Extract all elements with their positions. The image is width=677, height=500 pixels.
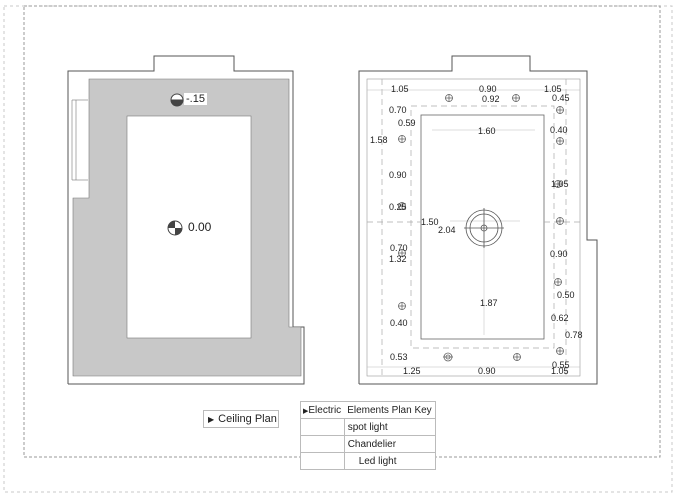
ceiling-room — [420, 114, 545, 340]
chandelier-icon — [464, 208, 504, 248]
legend-table: ▶Electric Elements Plan Key spot light C… — [300, 401, 436, 470]
dim-label: 0.90 — [550, 249, 568, 259]
right-ceiling-plan — [358, 55, 598, 385]
spot-light-icon — [513, 353, 521, 361]
dim-label: 1.58 — [370, 135, 388, 145]
spot-light-icon — [512, 94, 520, 102]
legend-label: Chandelier — [343, 435, 436, 453]
dim-label: 1.32 — [389, 254, 407, 264]
spot-light-icon — [443, 352, 453, 362]
dim-label: 0.55 — [552, 360, 570, 370]
spot-light-icon — [556, 347, 564, 355]
dim-label: 0.53 — [390, 352, 408, 362]
dim-label: 0.92 — [482, 94, 500, 104]
dim-label: 1.05 — [544, 84, 562, 94]
floor-room — [126, 115, 252, 339]
chandelier-icon — [300, 435, 345, 453]
dim-label: 2.04 — [438, 225, 456, 235]
spot-light-icon — [300, 418, 345, 436]
legend-label: Led light — [343, 452, 436, 470]
spot-light-icon — [398, 202, 406, 210]
spot-light-icon — [398, 249, 406, 257]
legend-header-right: Elements Plan Key — [344, 401, 436, 419]
level-value-top: -.15 — [184, 93, 207, 105]
dim-label: 1.87 — [480, 298, 498, 308]
ceiling-plan-caption: ▶ Ceiling Plan — [203, 410, 279, 428]
legend-row: Chandelier — [300, 435, 436, 453]
spot-light-icon — [556, 217, 564, 225]
dim-label: 0.70 — [390, 243, 408, 253]
legend-label: spot light — [343, 418, 436, 436]
dim-label: 0.90 — [479, 84, 497, 94]
dim-label: 1.50 — [421, 217, 439, 227]
legend-row: Led light — [300, 452, 436, 470]
dim-label: 0.59 — [398, 118, 416, 128]
dim-label: 0.78 — [565, 330, 583, 340]
dim-label: 0.45 — [552, 93, 570, 103]
spot-light-icon — [398, 135, 406, 143]
dim-label: 0.90 — [478, 366, 496, 376]
dim-label: 0.62 — [551, 313, 569, 323]
dim-label: 1.05 — [551, 366, 569, 376]
led-light-lines — [367, 79, 580, 376]
level-value-center: 0.00 — [188, 220, 212, 234]
dim-label: 0.90 — [389, 170, 407, 180]
led-light-icon — [300, 452, 345, 470]
spot-light-icon — [445, 94, 453, 102]
dim-label: 1.25 — [403, 366, 421, 376]
legend-row: spot light — [300, 418, 436, 436]
dim-label: 1.05 — [551, 179, 569, 189]
dim-label: 0.40 — [390, 318, 408, 328]
dim-label: 0.40 — [550, 125, 568, 135]
legend-header: ▶Electric Elements Plan Key — [300, 401, 436, 419]
dim-label: 0.70 — [389, 105, 407, 115]
spot-light-icon — [398, 302, 406, 310]
legend-header-left: ▶Electric — [300, 401, 345, 419]
level-marker-icon — [170, 93, 184, 107]
spot-lights — [398, 94, 564, 362]
triangle-right-icon: ▶ — [208, 414, 215, 424]
level-marker-icon — [167, 220, 183, 236]
dim-label: 0.50 — [557, 290, 575, 300]
spot-light-icon — [554, 180, 562, 188]
dim-label: 1.05 — [391, 84, 409, 94]
dim-label: 0.25 — [389, 202, 407, 212]
left-floor-plan — [67, 55, 305, 385]
spot-light-icon — [556, 137, 564, 145]
spot-light-icon — [556, 106, 564, 114]
caption-title: Ceiling Plan — [218, 413, 277, 425]
triangle-right-icon: ▶ — [303, 407, 309, 415]
spot-light-icon — [554, 278, 562, 286]
dim-label: 1.60 — [478, 126, 496, 136]
